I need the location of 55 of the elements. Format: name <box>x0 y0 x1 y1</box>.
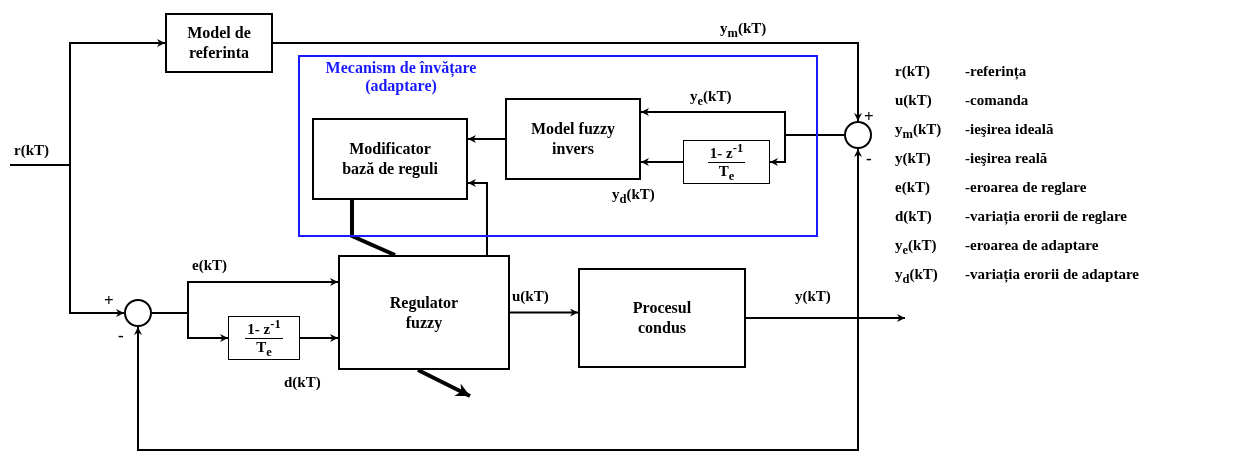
signal-description: -ieşirea ideală <box>965 120 1054 138</box>
arrow <box>467 179 488 256</box>
summing-junction <box>844 121 872 149</box>
denominator-text: T$_{e}$ <box>718 162 735 184</box>
signal-description: -ieşirea reală <box>965 149 1048 167</box>
arrow <box>417 368 471 398</box>
signal-symbol: r(kT) <box>895 62 930 80</box>
arrow <box>640 158 684 166</box>
denominator-text: T$_{e}$ <box>256 338 272 360</box>
group-frame <box>298 55 818 237</box>
edge-label: d(kT) <box>284 374 321 391</box>
sign-label: + <box>864 108 874 125</box>
group-title: Mecanism de învățare (adaptare) <box>324 59 478 95</box>
arrow <box>509 308 579 317</box>
signal-description: -referința <box>965 62 1027 80</box>
process-box: Model de referinta <box>165 13 273 73</box>
process-box: Model fuzzy invers <box>505 98 641 180</box>
sign-label: - <box>118 327 124 344</box>
edge-label: e(kT) <box>192 257 227 274</box>
transfer-function-box <box>228 316 300 360</box>
transfer-function-box <box>683 140 770 184</box>
arrow <box>272 42 862 122</box>
signal-description: -variația erorii de reglare <box>965 207 1128 225</box>
signal-symbol: y$_{e}$(kT) <box>895 236 937 258</box>
numerator-text: 1- z$^{-1}$ <box>245 316 283 339</box>
process-box: Procesul condus <box>578 268 746 368</box>
arrow <box>151 312 229 342</box>
signal-description: -eroarea de adaptare <box>965 236 1099 254</box>
edge-label: u(kT) <box>512 288 549 305</box>
edge-label: y$_{d}$(kT) <box>612 186 655 207</box>
edge-label: y$_{e}$(kT) <box>690 88 732 109</box>
arrow <box>467 135 506 143</box>
edge-label: y(kT) <box>795 288 831 305</box>
process-box: Modificator bază de reguli <box>312 118 468 200</box>
process-box: Regulator fuzzy <box>338 255 510 370</box>
connector-line <box>350 200 396 257</box>
sign-label: + <box>104 292 114 309</box>
signal-description: -comanda <box>965 91 1029 109</box>
edge-label: r(kT) <box>14 142 49 159</box>
signal-symbol: y$_{m}$(kT) <box>895 120 942 142</box>
sign-label: - <box>866 150 872 167</box>
signal-symbol: e(kT) <box>895 178 930 196</box>
arrow <box>769 134 845 166</box>
signal-symbol: y$_{d}$(kT) <box>895 265 938 287</box>
signal-description: -eroarea de reglare <box>965 178 1087 196</box>
arrow <box>299 334 339 342</box>
signal-description: -variația erorii de adaptare <box>965 265 1139 283</box>
signal-symbol: u(kT) <box>895 91 932 109</box>
signal-symbol: d(kT) <box>895 207 932 225</box>
numerator-text: 1- z$^{-1}$ <box>707 140 746 163</box>
signal-symbol: y(kT) <box>895 149 931 167</box>
arrow <box>134 317 859 451</box>
summing-junction <box>124 299 152 327</box>
arrow <box>9 164 125 317</box>
edge-label: y$_{m}$(kT) <box>720 20 767 41</box>
